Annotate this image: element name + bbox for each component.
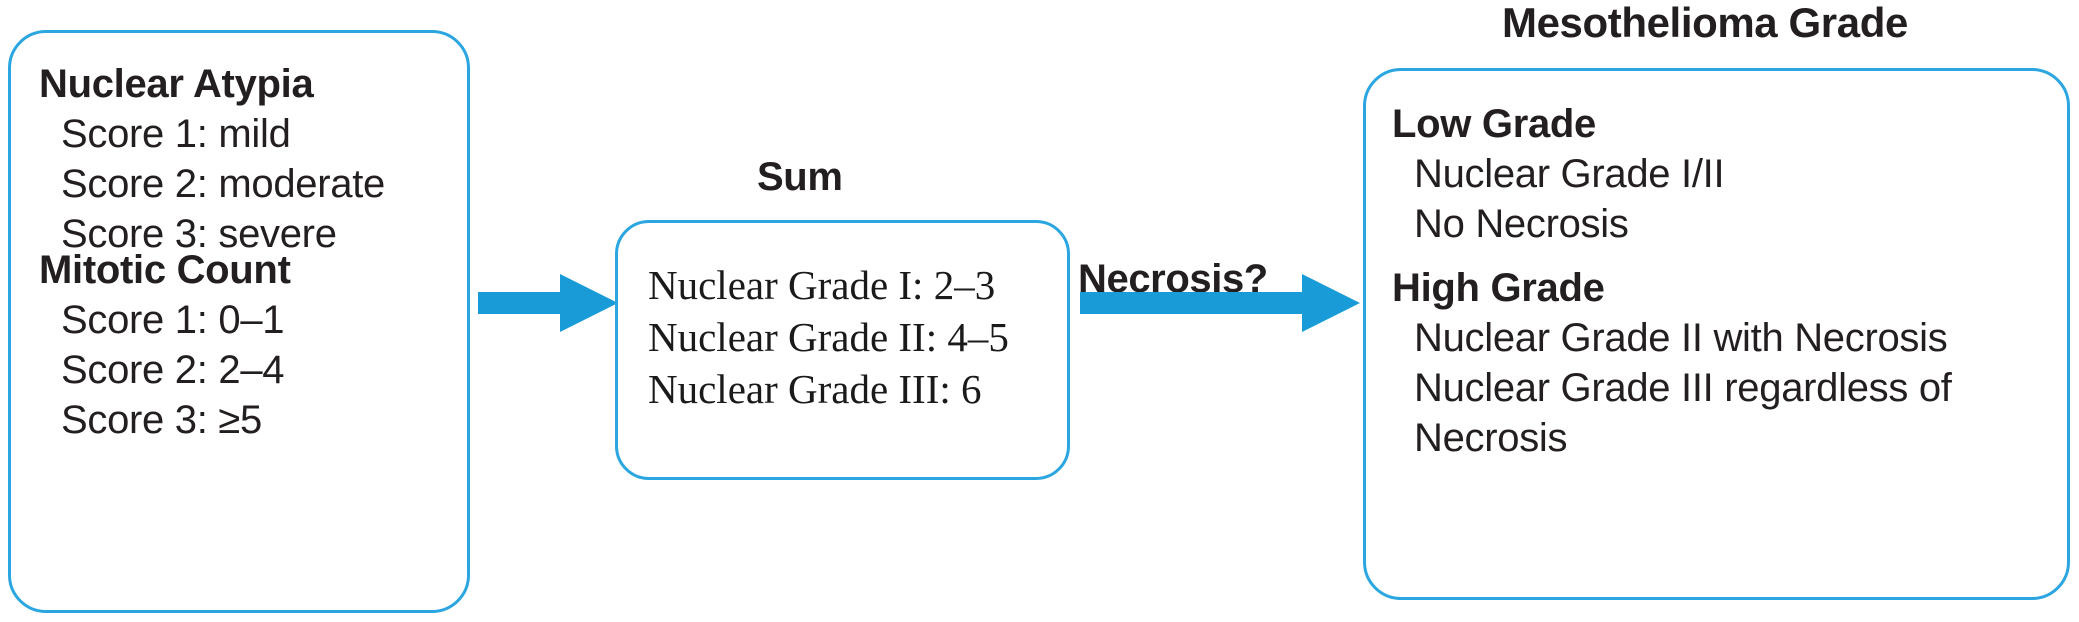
nuclear-atypia-score-1: Score 1: mild — [61, 112, 291, 156]
high-grade-criterion-1: Nuclear Grade II with Necrosis — [1414, 316, 1948, 360]
high-grade-criterion-2: Nuclear Grade III regardless of Necrosis — [1414, 366, 1952, 460]
high-grade-heading: High Grade — [1392, 266, 1605, 310]
nuclear-atypia-heading: Nuclear Atypia — [39, 62, 314, 106]
mitotic-count-heading: Mitotic Count — [39, 248, 291, 292]
mesothelioma-grade-title: Mesothelioma Grade — [1502, 0, 1908, 46]
sum-grade-2: Nuclear Grade II: 4–5 — [648, 314, 1009, 360]
mitotic-count-score-3: Score 3: ≥5 — [61, 398, 262, 442]
sum-grade-1: Nuclear Grade I: 2–3 — [648, 262, 996, 308]
low-grade-criterion-2: No Necrosis — [1414, 202, 1629, 246]
low-grade-section: Low Grade Nuclear Grade I/II No Necrosis — [1392, 99, 2045, 249]
mesothelioma-grade-box: Low Grade Nuclear Grade I/II No Necrosis… — [1363, 68, 2070, 600]
mitotic-count-section: Mitotic Count Score 1: 0–1 Score 2: 2–4 … — [39, 245, 449, 445]
nuclear-atypia-score-2: Score 2: moderate — [61, 162, 385, 206]
arrow-sum-to-grade — [1080, 272, 1360, 334]
low-grade-heading: Low Grade — [1392, 102, 1596, 146]
sum-grade-3: Nuclear Grade III: 6 — [648, 366, 982, 412]
low-grade-criterion-1: Nuclear Grade I/II — [1414, 152, 1725, 196]
high-grade-section: High Grade Nuclear Grade II with Necrosi… — [1392, 263, 2045, 463]
mitotic-count-score-1: Score 1: 0–1 — [61, 298, 285, 342]
sum-box: Nuclear Grade I: 2–3 Nuclear Grade II: 4… — [615, 220, 1070, 480]
nuclear-atypia-score-3: Score 3: severe — [61, 212, 337, 256]
arrow-criteria-to-sum — [478, 272, 618, 334]
nuclear-atypia-section: Nuclear Atypia Score 1: mild Score 2: mo… — [39, 59, 449, 259]
sum-label: Sum — [757, 155, 843, 199]
criteria-box: Nuclear Atypia Score 1: mild Score 2: mo… — [8, 30, 470, 613]
sum-lines: Nuclear Grade I: 2–3 Nuclear Grade II: 4… — [648, 259, 1053, 415]
mitotic-count-score-2: Score 2: 2–4 — [61, 348, 285, 392]
